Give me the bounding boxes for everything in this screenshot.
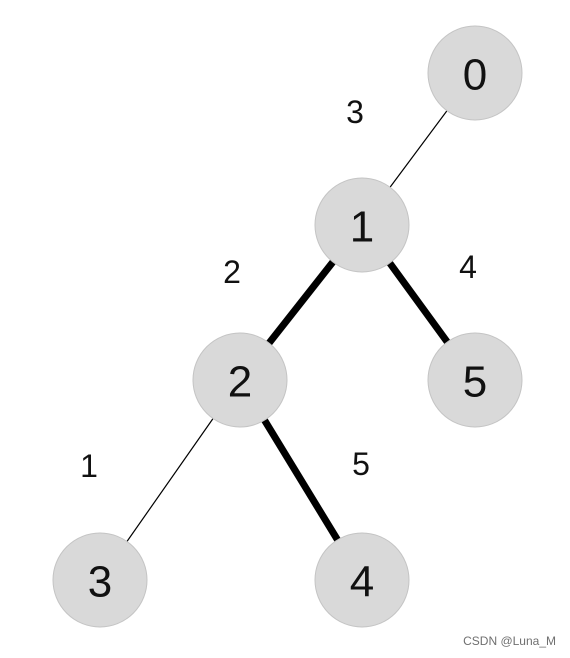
edge-1-2 bbox=[266, 259, 336, 346]
node-circle-5 bbox=[427, 332, 523, 428]
node-5: 5 bbox=[427, 332, 523, 428]
edge-weight-1-2: 2 bbox=[223, 254, 241, 290]
edge-weight-1-5: 4 bbox=[459, 249, 477, 285]
edge-0-1 bbox=[389, 110, 448, 188]
node-circle-4 bbox=[314, 532, 410, 628]
node-circle-3 bbox=[52, 532, 148, 628]
watermark: CSDN @Luna_M bbox=[463, 634, 556, 648]
node-1: 1 bbox=[314, 177, 410, 273]
nodes-layer: 0 1 2 3 4 5 bbox=[52, 25, 523, 628]
node-circle-1 bbox=[314, 177, 410, 273]
edges-layer bbox=[126, 110, 451, 542]
node-0: 0 bbox=[427, 25, 523, 121]
node-4: 4 bbox=[314, 532, 410, 628]
node-label-5: 5 bbox=[463, 358, 487, 407]
edge-weight-0-1: 3 bbox=[346, 94, 364, 130]
node-label-4: 4 bbox=[350, 558, 374, 607]
node-label-2: 2 bbox=[228, 358, 252, 407]
node-2: 2 bbox=[192, 332, 288, 428]
node-label-0: 0 bbox=[463, 51, 487, 100]
node-circle-0 bbox=[427, 25, 523, 121]
edge-2-3 bbox=[126, 418, 214, 542]
edge-weights-layer: 3 2 4 1 5 bbox=[80, 94, 477, 484]
edge-weight-2-3: 1 bbox=[80, 448, 98, 484]
node-circle-2 bbox=[192, 332, 288, 428]
node-label-3: 3 bbox=[88, 558, 112, 607]
edge-weight-2-4: 5 bbox=[352, 446, 370, 482]
edge-1-5 bbox=[386, 260, 451, 345]
node-3: 3 bbox=[52, 532, 148, 628]
edge-2-4 bbox=[261, 418, 341, 542]
node-label-1: 1 bbox=[350, 203, 374, 252]
